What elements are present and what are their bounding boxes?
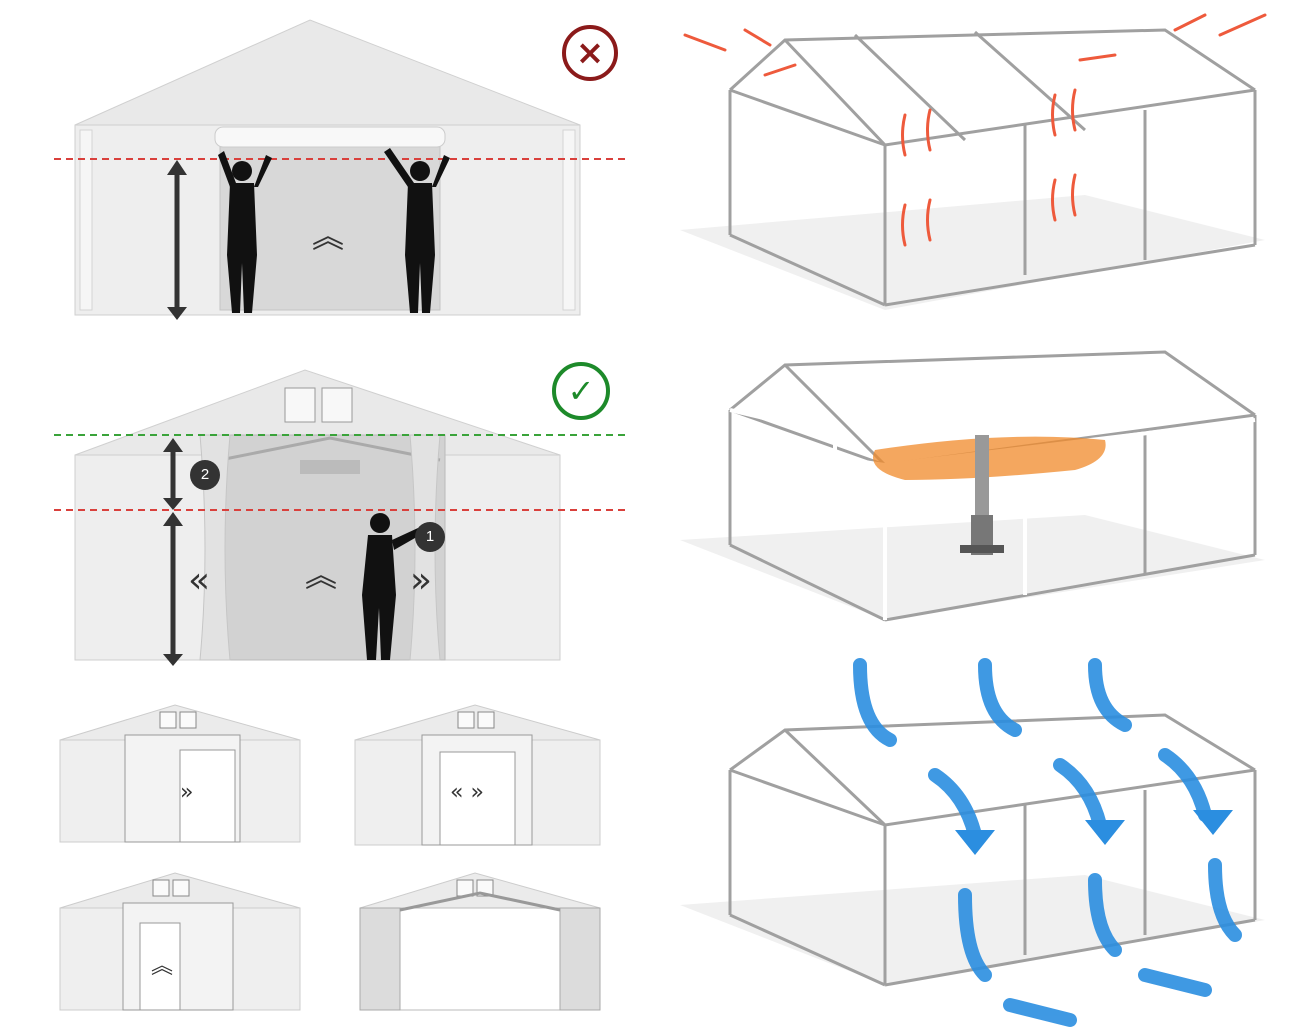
variant-open-gable	[355, 868, 605, 1018]
variant-single-door-right: »	[55, 700, 305, 850]
variant-roll-up-door: ︽	[55, 868, 305, 1018]
wrong-badge-label: ×	[575, 33, 605, 73]
marker-one-label: 1	[425, 528, 435, 545]
right-arrows-icon: »	[180, 780, 194, 805]
up-arrows-icon: ︽	[312, 217, 345, 255]
left-arrows-icon: «	[188, 560, 211, 601]
both-arrows-icon: « »	[450, 780, 484, 805]
variant-double-door: « »	[350, 700, 605, 850]
low-door-panel: ︽ ×	[50, 15, 650, 325]
marker-two-label: 2	[200, 466, 210, 483]
door-variants-grid: » « » ︽	[55, 700, 615, 1020]
right-badge-label: ✓	[567, 372, 595, 410]
check-badge-icon: ✓	[552, 362, 610, 420]
heat-vent-tent	[675, 10, 1285, 330]
airflow-tent	[675, 655, 1285, 1030]
marker-two: 2	[190, 460, 220, 490]
cross-badge-icon: ×	[562, 25, 618, 81]
right-arrows-icon: »	[410, 560, 433, 601]
up-arrows-icon: ︽	[305, 556, 338, 594]
up-arrows-icon: ︽	[151, 954, 174, 979]
high-door-panel: ︽ « » 2 1 ✓	[50, 360, 650, 670]
heater-tent	[675, 340, 1285, 640]
marker-one: 1	[415, 522, 445, 552]
